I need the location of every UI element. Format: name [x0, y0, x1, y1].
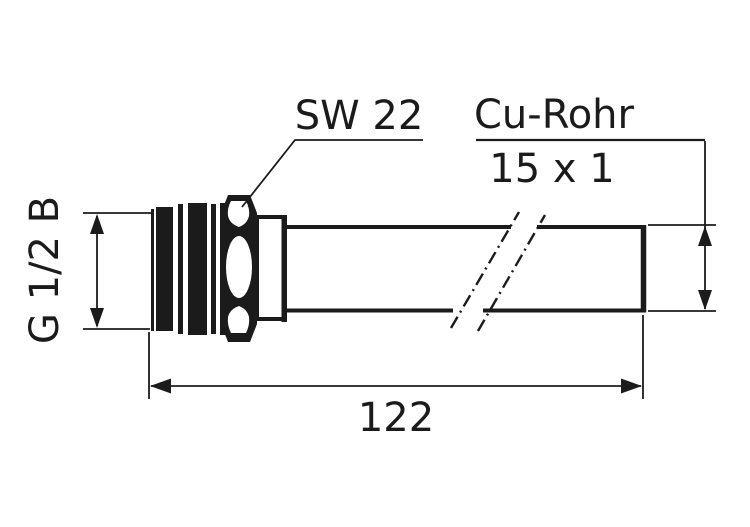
- pipe-dimensions-label: 15 x 1: [489, 146, 614, 192]
- pipe: [287, 211, 647, 332]
- dimension-overall-length: [148, 315, 644, 399]
- pipe-break-marks: [449, 211, 547, 332]
- pipe-material-label: Cu-Rohr: [474, 92, 635, 138]
- arrow-right-icon: [621, 378, 642, 394]
- leader-wrench-size: [241, 139, 423, 208]
- arrow-down-icon: [698, 290, 712, 310]
- dimension-thread-size: [83, 212, 153, 330]
- hex-nut: [221, 195, 257, 342]
- dimension-pipe-diameter: [648, 141, 716, 312]
- arrow-left-icon: [150, 378, 171, 394]
- hex-nut-middle-facet: [226, 236, 252, 298]
- arrow-up-icon: [90, 214, 104, 234]
- wrench-size-label: SW 22: [295, 93, 424, 139]
- arrow-up-icon: [698, 226, 712, 246]
- arrow-down-icon: [90, 308, 104, 328]
- collar: [255, 215, 287, 322]
- overall-length-label: 122: [358, 395, 434, 441]
- hex-nut-bottom-facet: [227, 306, 250, 333]
- thread-profile: [151, 203, 230, 335]
- hex-nut-top-facet: [227, 201, 250, 227]
- thread-size-label: G 1/2 B: [22, 196, 68, 344]
